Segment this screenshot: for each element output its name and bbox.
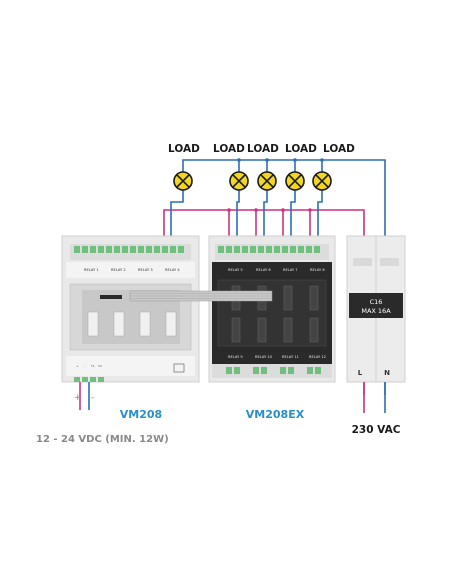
dc-plus-sign: +: [74, 393, 82, 403]
vm208-relay-1-label: RELAY 1: [84, 268, 99, 272]
breaker-terminal-l: L: [358, 369, 363, 377]
load-label-5: LOAD: [323, 143, 355, 155]
vm208-bottom-terminals: [74, 377, 104, 382]
junction-dots: [227, 158, 324, 212]
lamp-2: [229, 171, 249, 191]
lamp-1: [173, 171, 193, 191]
vm208ex-relay-5-label: RELAY 5: [228, 268, 243, 272]
vm208-relay-blocks: [87, 311, 177, 337]
vm208-relay-2-label: RELAY 2: [111, 268, 126, 272]
vm208ex-relay-10-label: RELAY 10: [255, 355, 273, 359]
vm208-terminal-plus: +: [76, 364, 79, 368]
vm208-module: RELAY 1 RELAY 2 RELAY 3 RELAY 4 + - T1 T…: [61, 235, 200, 383]
vm208ex-relay-11-label: RELAY 11: [282, 355, 299, 359]
vm208ex-relay-6-label: RELAY 6: [256, 268, 271, 272]
vm208ex-bottom-terminals: [226, 367, 321, 374]
breaker-line2: MAX 16A: [361, 307, 391, 315]
breaker-c16: C16 MAX 16A L N: [346, 235, 406, 383]
vm208ex-relay-9-label: RELAY 9: [228, 355, 243, 359]
vm208-terminal-t1: T1: [90, 364, 95, 368]
vm208-top-terminals: [74, 246, 184, 253]
vm208-ce-mark: [173, 363, 185, 373]
load-label-1: LOAD: [168, 143, 200, 155]
wire-lamp4-n: [290, 190, 296, 250]
vm208ex-top-terminals: [218, 246, 320, 253]
vm208ex-relay-12-label: RELAY 12: [309, 355, 326, 359]
ribbon-cable: [129, 290, 273, 302]
vm208ex-name: VM208EX: [246, 408, 305, 421]
load-label-3: LOAD: [247, 143, 279, 155]
wire-lamp3-n: [263, 190, 268, 250]
vm208-relay-3-label: RELAY 3: [138, 268, 153, 272]
dc-minus-sign: -: [91, 393, 94, 403]
lamp-3: [257, 171, 277, 191]
vm208ex-relay-8-label: RELAY 8: [310, 268, 325, 272]
vm208ex-module: RELAY 5 RELAY 6 RELAY 7 RELAY 8 RELAY 9 …: [208, 235, 336, 383]
wire-lamp5-n: [317, 190, 323, 250]
dc-supply-label: 12 - 24 VDC (MIN. 12W): [36, 434, 169, 445]
vm208-terminal-t2: T2: [97, 364, 102, 368]
breaker-line1: C16: [370, 298, 383, 306]
lamp-5: [312, 171, 332, 191]
wire-lamp2-n: [236, 190, 240, 250]
load-label-4: LOAD: [285, 143, 317, 155]
vm208-relay-4-label: RELAY 4: [165, 268, 180, 272]
wires-bottom: [79, 382, 386, 413]
breaker-terminal-n: N: [384, 369, 390, 377]
ac-supply-label: 230 VAC: [352, 424, 401, 436]
wire-lamp1-n: [170, 190, 184, 250]
lamp-4: [285, 171, 305, 191]
vm208-terminal-minus: -: [84, 364, 85, 368]
vm208ex-relay-7-label: RELAY 7: [283, 268, 298, 272]
vm208-name: VM208: [120, 408, 162, 421]
load-label-2: LOAD: [213, 143, 245, 155]
